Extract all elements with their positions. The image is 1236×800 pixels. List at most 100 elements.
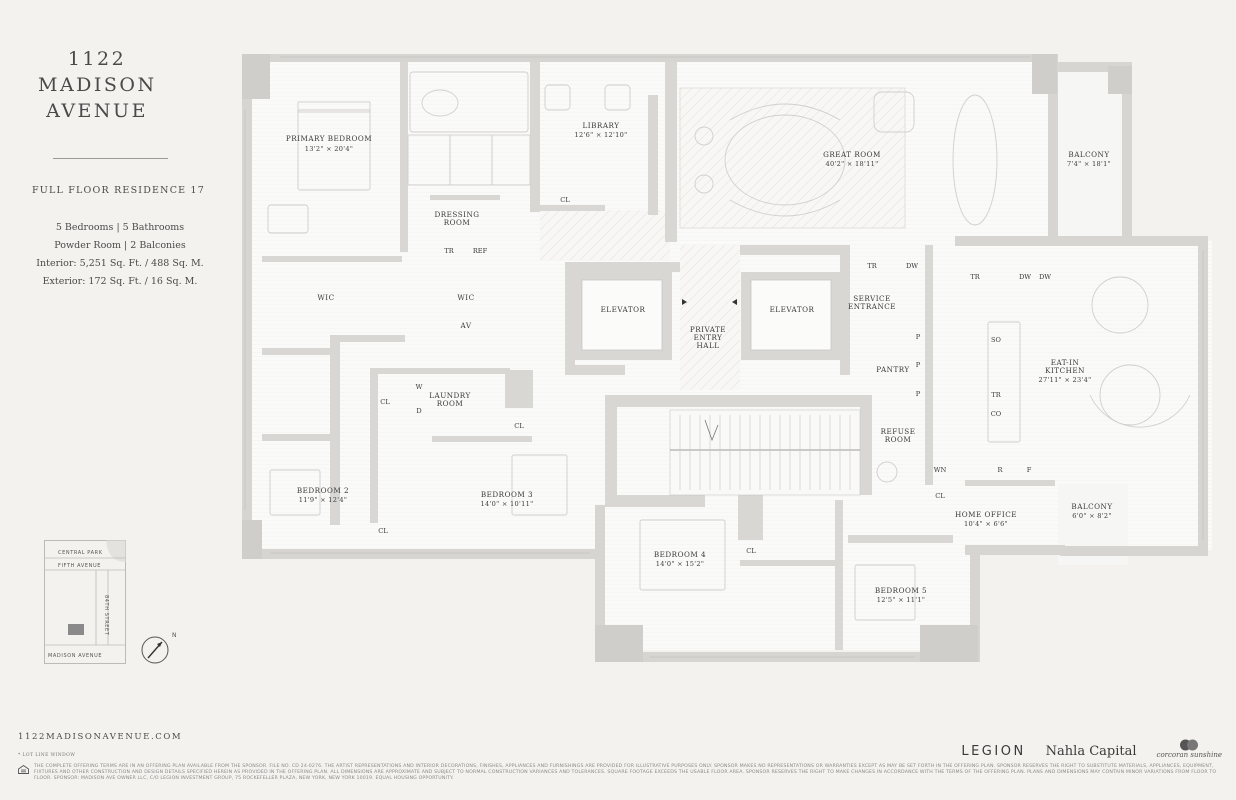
km-street: 84TH STREET: [103, 595, 109, 636]
closet-label: CL: [935, 492, 945, 500]
combi-oven-label: CO: [991, 410, 1002, 418]
corner-piers: [242, 54, 1132, 662]
windows: [244, 56, 1204, 658]
svg-text:6'0" × 8'2": 6'0" × 8'2": [1072, 512, 1112, 520]
km-madison-avenue: MADISON AVENUE: [48, 653, 102, 659]
svg-text:7'4" × 18'1": 7'4" × 18'1": [1067, 160, 1111, 168]
furniture: [267, 71, 1191, 621]
balcony-1-label: BALCONY: [1068, 150, 1109, 159]
service-entrance-label: SERVICE: [853, 294, 891, 303]
bedroom-4-label: BEDROOM 4: [654, 550, 706, 559]
compass-icon: N: [141, 632, 177, 664]
closet-label: CL: [514, 422, 524, 430]
svg-text:10'4" × 6'6": 10'4" × 6'6": [964, 520, 1008, 528]
building-title: 1122 MADISON AVENUE: [38, 48, 157, 122]
nahla-capital-logo: Nahla Capital: [1045, 744, 1137, 759]
svg-text:40'2" × 18'11": 40'2" × 18'11": [826, 160, 879, 168]
primary-bedroom-label: PRIMARY BEDROOM: [286, 134, 372, 143]
fact-exterior: Exterior: 172 Sq. Ft. / 16 Sq. M.: [42, 276, 198, 287]
svg-text:14'0" × 15'2": 14'0" × 15'2": [656, 560, 704, 568]
dressing-room-label: DRESSING: [434, 210, 479, 219]
fact-bedrooms: 5 Bedrooms | 5 Bathrooms: [55, 222, 185, 233]
svg-text:12'6" × 12'10": 12'6" × 12'10": [575, 131, 628, 139]
pantry-label: P: [916, 333, 921, 341]
residence-facts: 5 Bedrooms | 5 Bathrooms Powder Room | 2…: [20, 219, 220, 291]
pantry-label: P: [916, 361, 921, 369]
interior-walls: [262, 62, 1055, 650]
residence-name: FULL FLOOR RESIDENCE 17: [32, 185, 206, 196]
trash-label: TR: [970, 273, 980, 281]
svg-text:14'0" × 10'11": 14'0" × 10'11": [481, 500, 534, 508]
corcoran-sunshine-logo: corcoran sunshine: [1157, 739, 1222, 759]
svg-text:KITCHEN: KITCHEN: [1045, 366, 1085, 375]
trash-label: TR: [867, 262, 877, 270]
compass-north-label: N: [172, 632, 177, 639]
floor-fill: [252, 60, 1212, 650]
bedroom-3-label: BEDROOM 3: [481, 490, 533, 499]
library-label: LIBRARY: [583, 121, 620, 130]
eat-in-kitchen-label: EAT-IN: [1051, 358, 1079, 367]
pantry-label: PANTRY: [876, 365, 909, 374]
av-label: AV: [459, 321, 471, 330]
km-central-park: CENTRAL PARK: [58, 550, 103, 556]
freezer-label: F: [1027, 466, 1032, 474]
closet-label: CL: [378, 527, 388, 535]
equal-housing-icon: [18, 765, 29, 774]
fact-powder: Powder Room | 2 Balconies: [54, 240, 186, 251]
fact-interior: Interior: 5,251 Sq. Ft. / 488 Sq. M.: [36, 258, 204, 269]
dishwasher-label: DW: [1019, 273, 1031, 281]
refrigerator-label: REF: [473, 247, 488, 255]
building-location-marker: [68, 624, 84, 635]
svg-text:ENTRY: ENTRY: [694, 333, 723, 342]
trash-label: TR: [991, 391, 1001, 399]
refuse-room-label: REFUSE: [881, 427, 916, 436]
closet-label: CL: [380, 398, 390, 406]
key-map: CENTRAL PARK FIFTH AVENUE 84TH STREET MA…: [44, 540, 126, 664]
dishwasher-label: DW: [906, 262, 918, 270]
svg-text:27'11" × 23'4": 27'11" × 23'4": [1039, 376, 1092, 384]
home-office-label: HOME OFFICE: [955, 510, 1017, 519]
svg-text:ENTRANCE: ENTRANCE: [848, 302, 896, 311]
steam-oven-label: SO: [991, 336, 1002, 344]
website-url[interactable]: 1122MADISONAVENUE.COM: [18, 732, 183, 742]
room-labels: PRIMARY BEDROOM 13'2" × 20'4" LIBRARY 12…: [286, 121, 1112, 604]
corcoran-mark-icon: [1180, 739, 1199, 751]
legal-disclaimer: THE COMPLETE OFFERING TERMS ARE IN AN OF…: [34, 764, 1217, 782]
fixture-labels: CL TR REF TR DW TR DW DW P P P SO TR CO …: [378, 196, 1051, 555]
wic-1-label: WIC: [317, 293, 334, 302]
laundry-room-label: LAUNDRY: [429, 391, 471, 400]
legion-logo: LEGION: [961, 744, 1026, 759]
wic-2-label: WIC: [457, 293, 474, 302]
closet-label: CL: [560, 196, 570, 204]
elevator-1-label: ELEVATOR: [601, 305, 646, 314]
great-room-label: GREAT ROOM: [823, 150, 881, 159]
balcony-2-label: BALCONY: [1071, 502, 1112, 511]
svg-text:HALL: HALL: [696, 341, 719, 350]
floor-plan: PRIMARY BEDROOM 13'2" × 20'4" LIBRARY 12…: [242, 54, 1212, 662]
svg-text:13'2" × 20'4": 13'2" × 20'4": [305, 145, 353, 153]
elevator-2-label: ELEVATOR: [770, 305, 815, 314]
stair: [669, 409, 861, 496]
svg-text:ROOM: ROOM: [444, 218, 471, 227]
trash-label: TR: [444, 247, 454, 255]
bedroom-2-label: BEDROOM 2: [297, 486, 349, 495]
lot-line-note: * LOT LINE WINDOW: [18, 753, 76, 758]
svg-text:ROOM: ROOM: [437, 399, 464, 408]
closet-label: CL: [746, 547, 756, 555]
elevator-cores: [572, 272, 841, 360]
partner-logos: LEGION Nahla Capital corcoran sunshine: [961, 735, 1222, 759]
title-divider: [53, 158, 168, 159]
private-entry-label: PRIVATE: [690, 325, 726, 334]
km-fifth-avenue: FIFTH AVENUE: [58, 563, 101, 569]
bedroom-5-label: BEDROOM 5: [875, 586, 927, 595]
svg-text:12'5" × 11'1": 12'5" × 11'1": [877, 596, 925, 604]
dishwasher-label: DW: [1039, 273, 1051, 281]
wine-fridge-label: WN: [934, 466, 947, 474]
svg-text:11'9" × 12'4": 11'9" × 12'4": [299, 496, 347, 504]
svg-text:ROOM: ROOM: [885, 435, 912, 444]
refrigerator-label: R: [998, 466, 1004, 474]
info-sidebar: 1122 MADISON AVENUE FULL FLOOR RESIDENCE…: [0, 0, 230, 800]
pantry-label: P: [916, 390, 921, 398]
washer-label: W: [416, 383, 423, 391]
dryer-label: D: [416, 407, 421, 415]
